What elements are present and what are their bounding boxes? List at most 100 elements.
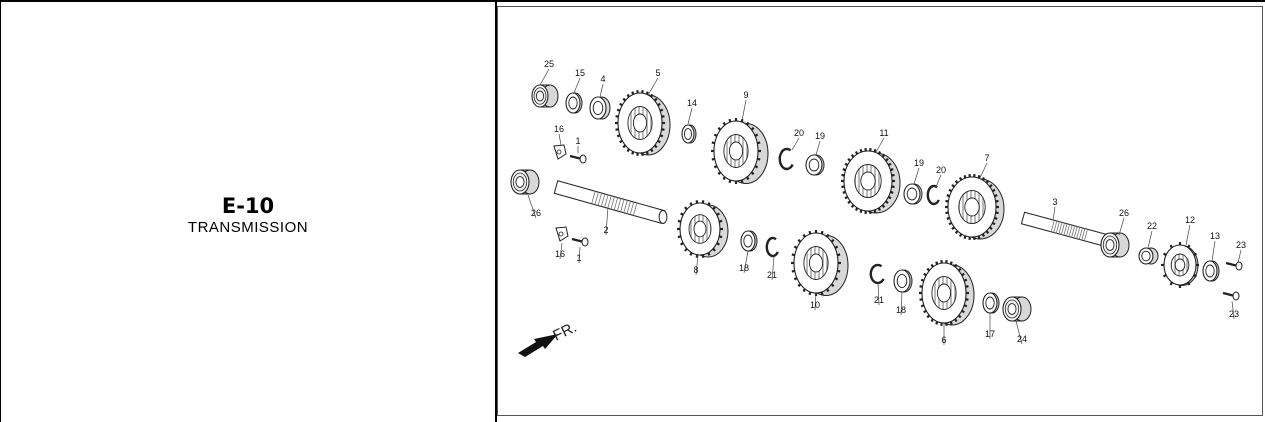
frame-left-border xyxy=(0,0,1,422)
bearing-26-b xyxy=(1100,232,1130,258)
callout-8: 8 xyxy=(693,265,698,275)
callout-3: 3 xyxy=(1052,197,1057,207)
section-header-panel: E-10 TRANSMISSION xyxy=(1,2,495,422)
parts-layer xyxy=(510,84,1243,326)
gear-6 xyxy=(919,260,975,326)
leader-line xyxy=(815,140,821,156)
leader-line xyxy=(1185,224,1191,246)
callout-10: 10 xyxy=(810,300,820,310)
leader-line xyxy=(1015,320,1023,345)
leader-line xyxy=(1147,230,1153,249)
circlip-21 xyxy=(765,236,779,258)
callout-17: 17 xyxy=(985,329,995,339)
callout-14: 14 xyxy=(687,98,697,108)
callout-2: 2 xyxy=(603,225,608,235)
gear-7 xyxy=(945,174,1005,240)
callout-13: 13 xyxy=(1210,231,1220,241)
panel-divider xyxy=(495,2,497,422)
circlip-20-b xyxy=(926,184,940,206)
callout-15: 15 xyxy=(575,68,585,78)
callout-23: 23 xyxy=(1236,240,1246,250)
gear-10 xyxy=(791,230,849,296)
mainshaft-2 xyxy=(553,180,668,224)
front-arrow-icon xyxy=(518,334,558,357)
section-name: TRANSMISSION xyxy=(187,219,309,236)
front-direction-arrow: FR. xyxy=(518,319,579,357)
leader-line xyxy=(695,254,699,276)
callout-12: 12 xyxy=(1185,215,1195,225)
washer-17 xyxy=(982,292,1000,314)
leader-line xyxy=(1231,300,1235,320)
circlip-21-b xyxy=(869,263,885,285)
washer-18-b xyxy=(893,269,913,293)
washer-14 xyxy=(681,124,697,144)
leader-line xyxy=(539,68,550,86)
circlip-20 xyxy=(778,147,794,171)
washer-19-b xyxy=(903,183,923,205)
bushing-22 xyxy=(1138,247,1159,265)
leader-line xyxy=(1211,240,1216,262)
leader-line xyxy=(578,246,581,264)
leader-line xyxy=(743,250,749,274)
leader-line xyxy=(979,162,988,179)
bearing-24 xyxy=(1002,296,1032,322)
callout-26: 26 xyxy=(531,208,541,218)
bolt-23-b xyxy=(1222,291,1240,301)
front-direction-label: FR. xyxy=(550,319,579,345)
plate-16-b xyxy=(555,226,569,242)
callout-21: 21 xyxy=(767,270,777,280)
callout-1: 1 xyxy=(575,136,580,146)
leader-line xyxy=(877,282,880,306)
callout-24: 24 xyxy=(1017,334,1027,344)
callout-11: 11 xyxy=(879,128,888,138)
callout-23: 23 xyxy=(1229,309,1239,319)
callout-18: 18 xyxy=(896,305,906,315)
callout-19: 19 xyxy=(914,158,924,168)
bearing-26-a xyxy=(510,169,540,195)
leader-line xyxy=(527,194,537,219)
callout-18: 18 xyxy=(739,263,749,273)
callout-5: 5 xyxy=(655,68,660,78)
plate-13 xyxy=(1202,260,1220,282)
gear-11 xyxy=(841,148,901,214)
leader-line xyxy=(559,242,563,260)
washer-15 xyxy=(565,92,583,114)
washer-18 xyxy=(740,230,758,252)
section-title-block: E-10 TRANSMISSION xyxy=(1,194,495,237)
callout-19: 19 xyxy=(815,131,825,141)
callout-4: 4 xyxy=(600,74,605,84)
leader-line xyxy=(1118,217,1125,236)
bolt-1-a xyxy=(569,154,587,164)
gear-5 xyxy=(615,90,671,156)
callout-20: 20 xyxy=(794,128,804,138)
callout-26: 26 xyxy=(1119,208,1129,218)
bushing-4 xyxy=(589,96,611,120)
leader-lines-layer xyxy=(527,68,1242,345)
leader-line xyxy=(558,133,562,146)
leader-line xyxy=(741,99,747,122)
leader-line xyxy=(573,77,581,94)
callout-25: 25 xyxy=(544,59,554,69)
callout-16: 16 xyxy=(554,124,564,134)
bolt-23-a xyxy=(1225,261,1243,271)
leader-line xyxy=(875,137,885,153)
bolt-1-b xyxy=(571,237,589,247)
gear-8 xyxy=(677,200,729,258)
leader-line xyxy=(647,77,659,96)
callout-9: 9 xyxy=(743,90,748,100)
leader-line xyxy=(1237,249,1242,264)
callout-1: 1 xyxy=(576,253,581,263)
countershaft-3 xyxy=(1020,211,1113,248)
leader-line xyxy=(791,137,800,151)
sprocket-12 xyxy=(1161,242,1199,288)
callout-22: 22 xyxy=(1147,221,1157,231)
callout-16: 16 xyxy=(555,249,565,259)
leader-line xyxy=(599,83,604,98)
leader-line xyxy=(814,292,817,311)
callout-6: 6 xyxy=(941,335,946,345)
frame-top-border xyxy=(0,0,1265,2)
gear-9 xyxy=(711,118,769,184)
washer-19 xyxy=(805,154,825,176)
